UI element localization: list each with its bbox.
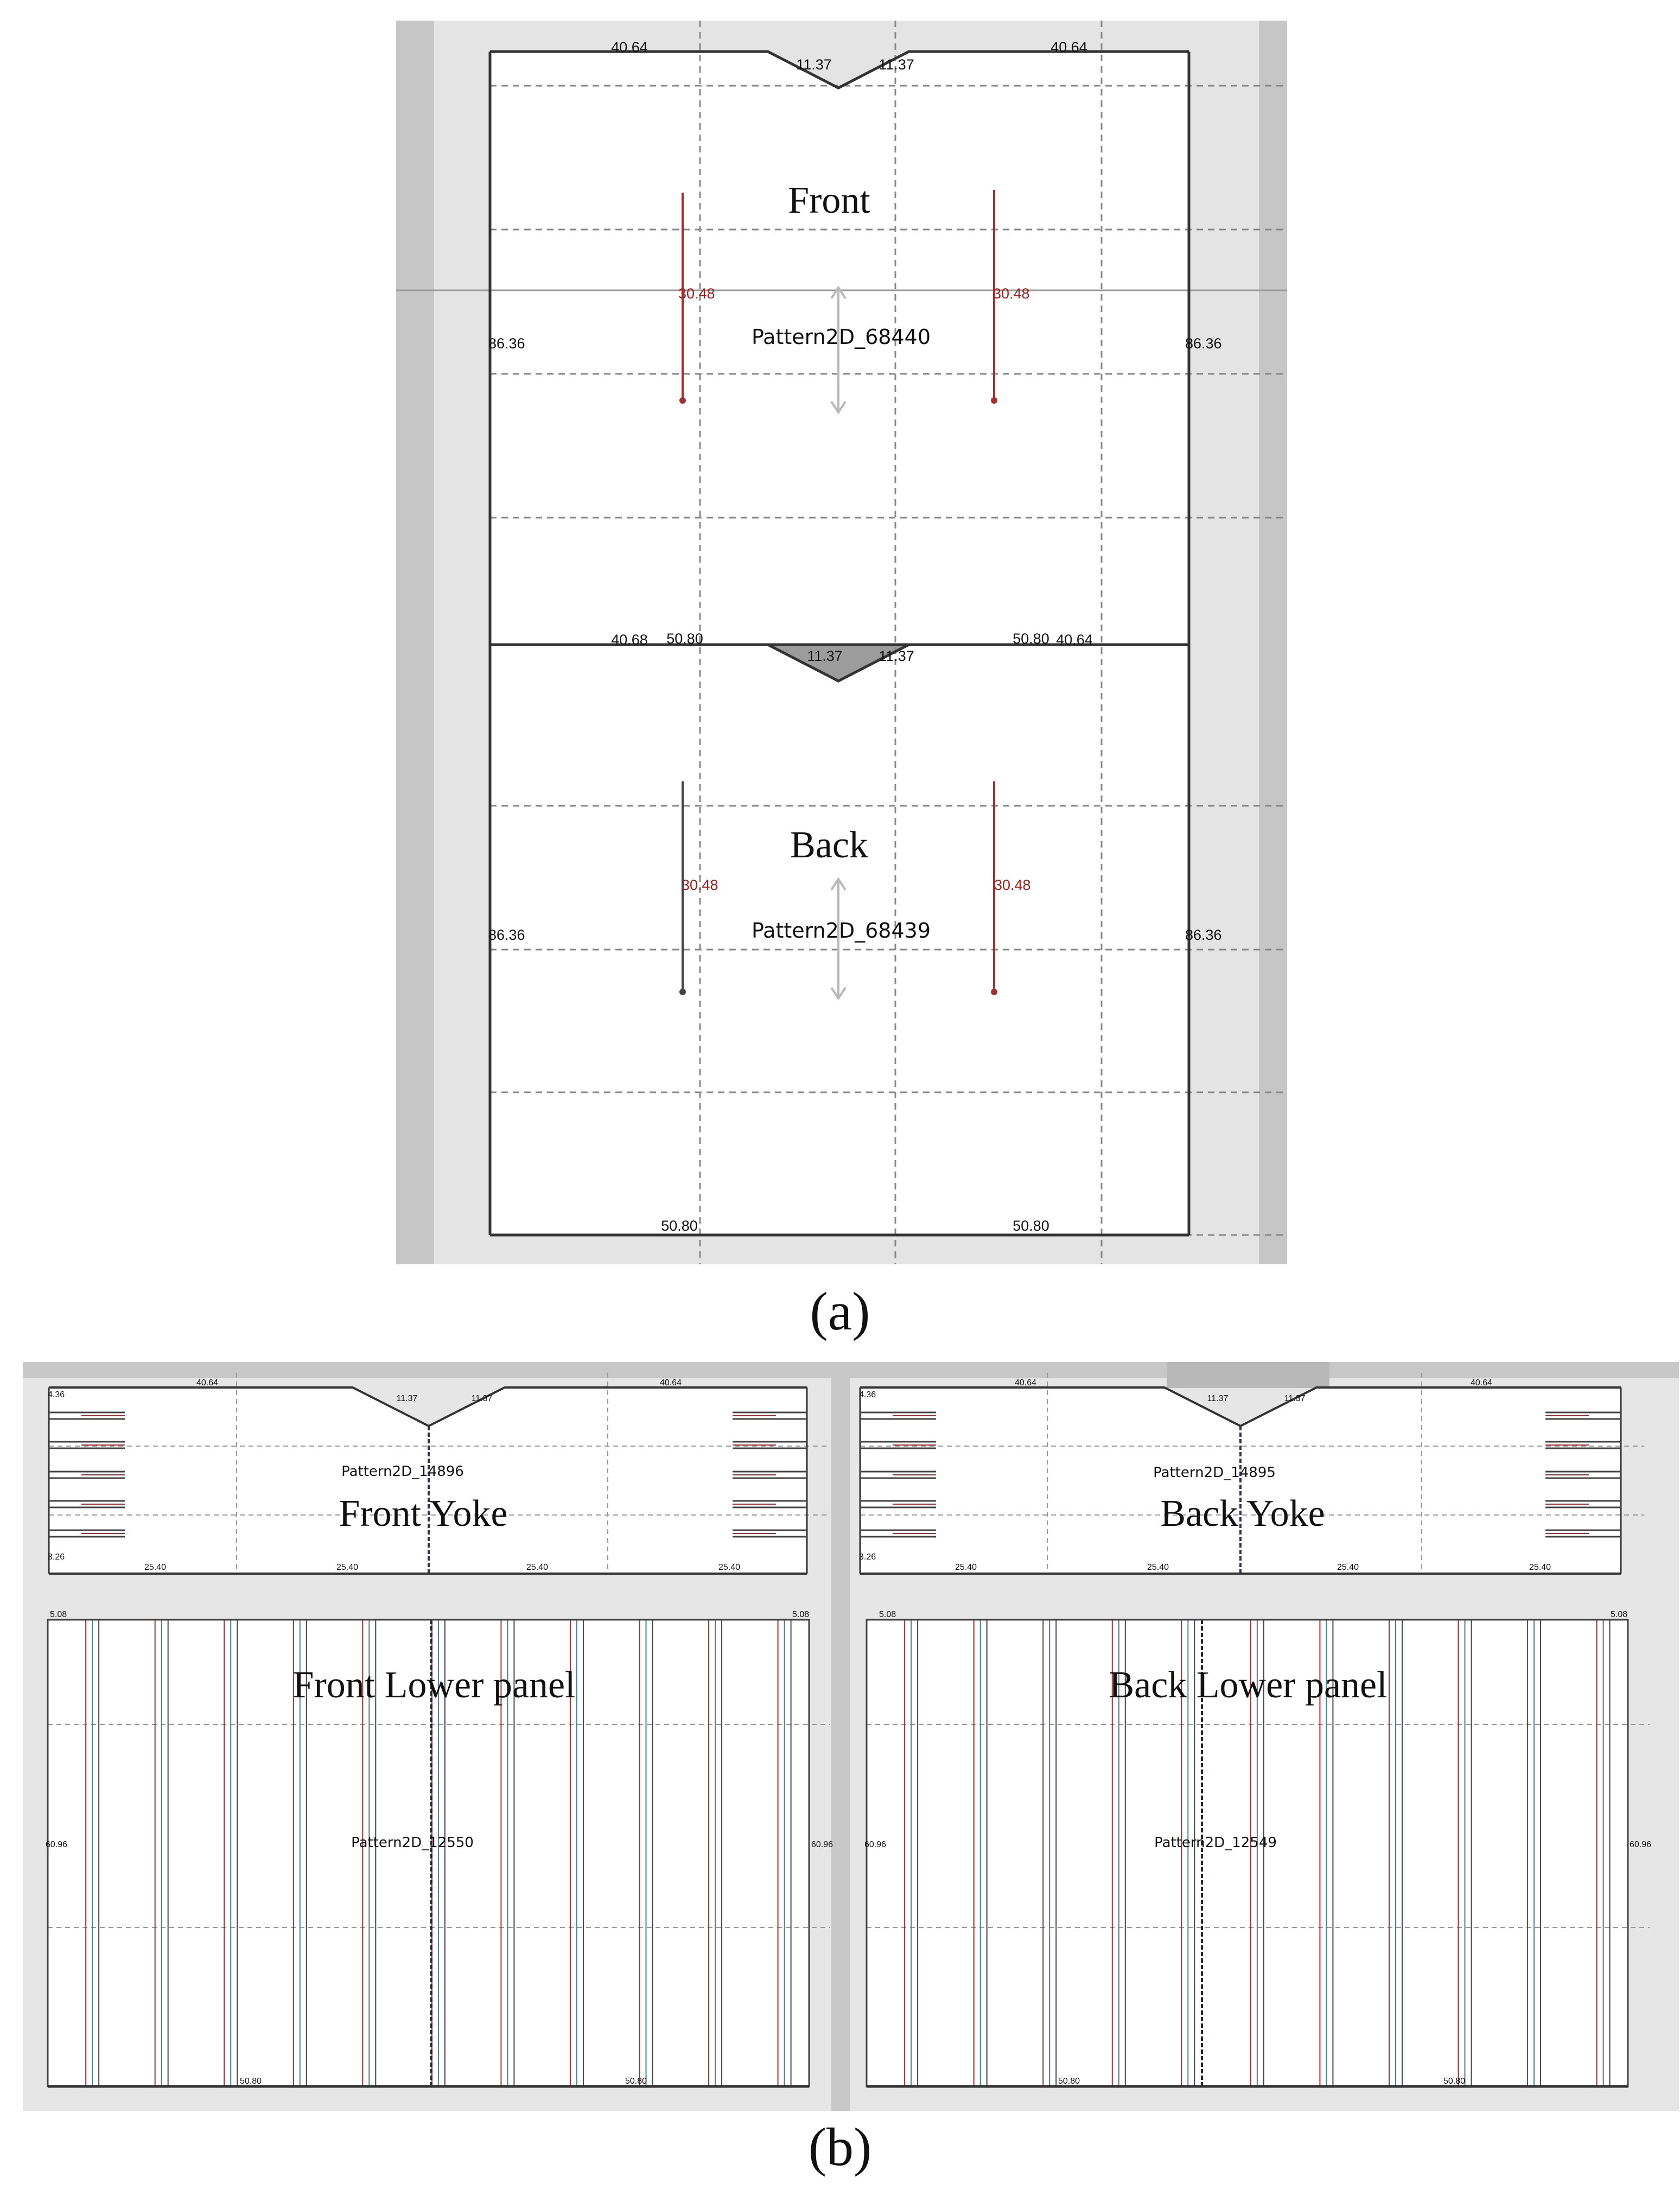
back-yoke: 40.64 40.64 11.37 11.37 4.36 3.26 Patter…	[859, 1362, 1644, 1575]
front-yoke-top-right: 40.64	[660, 1378, 682, 1387]
front-lower-panel: Front Lower panel Pattern2D_12550 60.96 …	[46, 1610, 833, 2088]
back-pattern-id: Pattern2D_68439	[752, 919, 931, 943]
back-lower-side-right: 60.96	[1630, 1840, 1651, 1849]
back-neck-left: 11.37	[807, 648, 843, 664]
panel-a-grainlines	[830, 285, 847, 1001]
back-yoke-bottom-4: 25.40	[1529, 1563, 1551, 1572]
front-pattern-id: Pattern2D_68440	[752, 325, 931, 349]
panel-b: 40.64 40.64 11.37 11.37 4.36 3.26 Patter…	[23, 1362, 1679, 2111]
front-neck-left: 11.37	[796, 56, 832, 73]
front-yoke-bottom-3: 25.40	[526, 1563, 548, 1572]
back-neck-notch	[768, 645, 909, 681]
back-yoke-grey-block	[1167, 1362, 1329, 1388]
front-lower-bottom: 50.80	[240, 2077, 262, 2086]
front-yoke-pattern-id: Pattern2D_14896	[341, 1463, 464, 1480]
front-yoke-neck-left: 11.37	[397, 1394, 418, 1403]
front-yoke-bottom-2: 25.40	[336, 1563, 358, 1572]
front-neck-notch	[768, 52, 909, 88]
front-yoke: 40.64 40.64 11.37 11.37 4.36 3.26 Patter…	[48, 1373, 830, 1575]
front-lower-side-left: 60.96	[46, 1840, 67, 1849]
back-piece-name: Back	[790, 824, 868, 866]
back-yoke-bottom-2: 25.40	[1147, 1563, 1169, 1572]
front-lower-pattern-id: Pattern2D_12550	[351, 1835, 474, 1851]
back-lower-fill	[867, 1620, 1628, 2086]
back-neck-right: 11.37	[879, 648, 914, 664]
back-lower-pleats	[904, 1620, 1611, 2086]
back-lower-pleat-top-right: 5.08	[1611, 1610, 1627, 1619]
panel-a-caption: (a)	[810, 1281, 870, 1341]
front-dart-right: 30.48	[993, 285, 1030, 302]
front-lower-bottom-right: 50.80	[625, 2077, 647, 2086]
front-dart-left: 30.48	[678, 285, 715, 302]
front-yoke-edge-top: 4.36	[48, 1390, 65, 1399]
front-lower-pleats	[85, 1620, 792, 2086]
back-lower-bottom-right: 50.80	[1443, 2077, 1465, 2086]
front-yoke-bottom-4: 25.40	[718, 1563, 740, 1572]
front-piece-name: Front	[788, 180, 870, 221]
back-top-left-inner: 50.80	[666, 631, 703, 647]
back-lower-pattern-id: Pattern2D_12549	[1154, 1835, 1277, 1851]
front-top-left-width: 40.64	[611, 39, 648, 55]
front-yoke-name: Front Yoke	[339, 1493, 507, 1535]
front-lower-side-right: 60.96	[811, 1840, 833, 1849]
back-yoke-edge-bottom: 3.26	[859, 1552, 876, 1562]
back-yoke-bottom-1: 25.40	[955, 1563, 977, 1572]
back-top-left-width: 40.68	[611, 632, 648, 648]
panel-a: 40.64 40.64 11.37 11.37 Front 30.48 30.4…	[396, 21, 1287, 1264]
back-yoke-neck-left: 11.37	[1207, 1394, 1229, 1403]
front-yoke-neck-right: 11.37	[472, 1394, 493, 1403]
back-top-right-inner: 50.80	[1013, 631, 1049, 647]
panel-a-outlines	[488, 50, 1191, 1237]
back-top-right-width: 40.64	[1056, 632, 1093, 648]
panel-a-darts	[679, 190, 997, 995]
back-bottom-left: 50.80	[661, 1218, 698, 1234]
back-yoke-pattern-id: Pattern2D_14895	[1153, 1465, 1276, 1481]
panel-b-caption: (b)	[809, 2117, 872, 2177]
back-lower-pleat-top-left: 5.08	[879, 1610, 896, 1619]
back-lower-side-left: 60.96	[864, 1840, 886, 1849]
front-yoke-top-left: 40.64	[196, 1378, 218, 1387]
front-top-right-width: 40.64	[1051, 39, 1087, 55]
back-yoke-neck-right: 11.37	[1284, 1394, 1306, 1403]
back-yoke-name: Back Yoke	[1160, 1493, 1325, 1535]
back-right-length: 86.36	[1185, 927, 1222, 943]
back-left-length: 86.36	[488, 927, 525, 943]
front-yoke-bottom-1: 25.40	[144, 1563, 166, 1572]
back-yoke-bottom-3: 25.40	[1337, 1563, 1359, 1572]
back-bottom-right: 50.80	[1013, 1218, 1049, 1234]
back-lower-name: Back Lower panel	[1109, 1664, 1387, 1706]
front-lower-pleat-top-right: 5.08	[792, 1610, 809, 1619]
back-yoke-top-left: 40.64	[1015, 1378, 1036, 1387]
front-right-length: 86.36	[1185, 335, 1222, 352]
back-dart-right: 30.48	[994, 877, 1031, 893]
front-lower-name: Front Lower panel	[293, 1664, 576, 1706]
back-lower-panel: Back Lower panel Pattern2D_12549 60.96 6…	[864, 1610, 1651, 2088]
back-yoke-top-right: 40.64	[1471, 1378, 1492, 1387]
front-left-length: 86.36	[488, 335, 525, 352]
front-yoke-edge-bottom: 3.26	[48, 1552, 65, 1562]
front-lower-fill	[48, 1620, 809, 2086]
back-yoke-edge-top: 4.36	[859, 1390, 876, 1399]
back-dart-left: 30.48	[682, 877, 718, 893]
front-neck-right: 11.37	[879, 56, 914, 73]
front-lower-pleat-top-left: 5.08	[50, 1610, 67, 1619]
back-lower-bottom: 50.80	[1058, 2077, 1080, 2086]
